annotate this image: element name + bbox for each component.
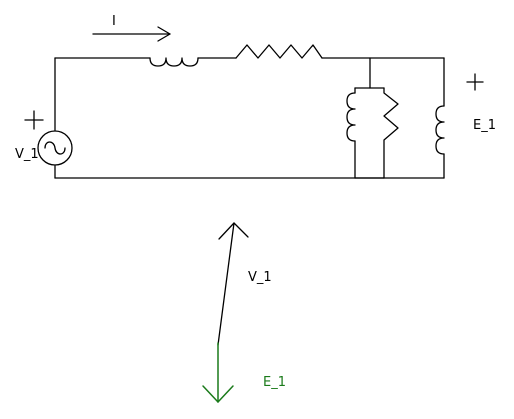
phasor-v1-arrow [217, 222, 249, 346]
current-label: I [112, 14, 116, 29]
phasor-v1-label: V_1 [248, 270, 272, 285]
core-loss-resistor [383, 87, 399, 179]
ac-source-wave-icon [44, 141, 66, 155]
parallel-branch [346, 57, 399, 179]
series-resistor [235, 44, 323, 59]
plus-sign-right [466, 73, 484, 91]
output-inductor [435, 105, 445, 155]
magnetizing-inductor [346, 92, 356, 142]
phasor-e1-label: E_1 [263, 375, 286, 390]
current-arrow [92, 26, 171, 42]
phasor-e1-arrow [202, 342, 234, 403]
source-label: V_1 [15, 147, 39, 162]
ac-source [37, 130, 73, 166]
emf-label: E_1 [473, 118, 496, 133]
series-inductor [149, 57, 199, 67]
plus-sign-left [24, 110, 44, 130]
